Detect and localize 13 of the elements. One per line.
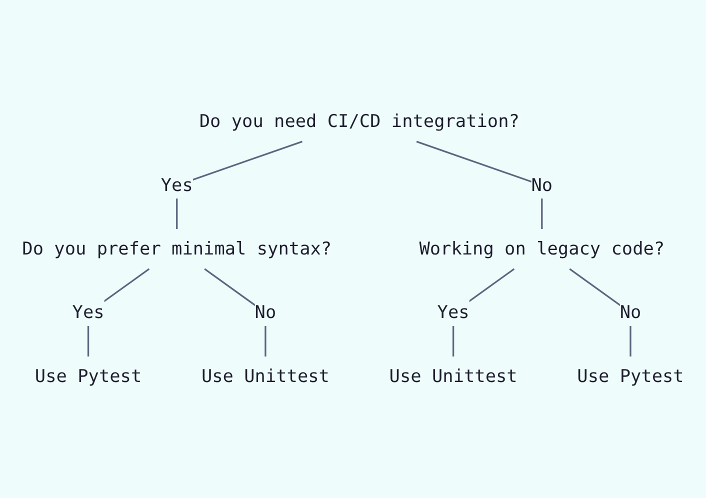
edge-label: Yes — [437, 302, 470, 323]
node-text: Use Pytest — [577, 365, 684, 386]
node-text: Do you prefer minimal syntax? — [22, 238, 332, 259]
edge-label: No — [620, 302, 642, 323]
edge-label: Yes — [160, 174, 193, 196]
node-text: Use Unittest — [201, 365, 330, 386]
node-text: Working on legacy code? — [419, 238, 665, 259]
edge-label: No — [531, 174, 553, 196]
node-text: Use Pytest — [34, 365, 142, 386]
node-text: Do you need CI/CD integration? — [199, 110, 520, 132]
edge-label: Yes — [72, 302, 104, 323]
node-text: Use Unittest — [389, 365, 518, 386]
edge-label: No — [254, 302, 276, 323]
